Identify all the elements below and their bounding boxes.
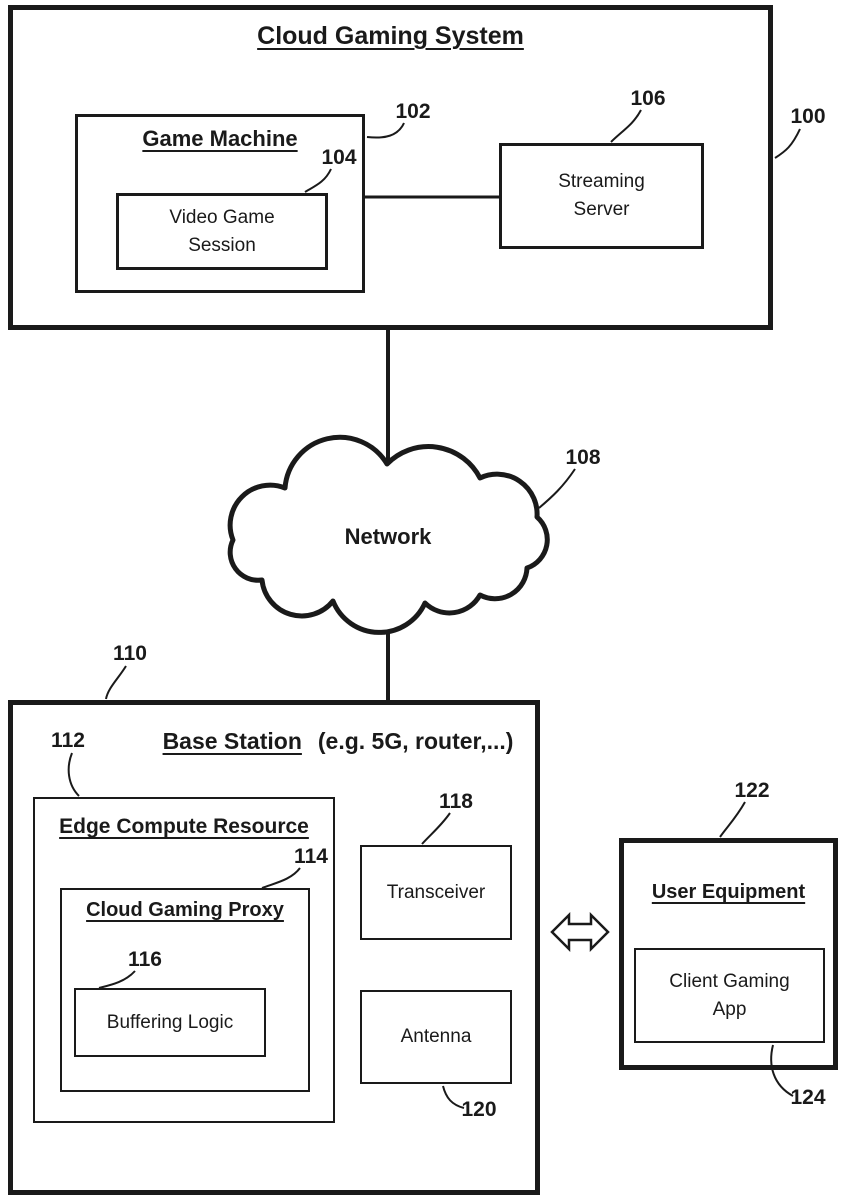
game-machine-label: Game Machine (142, 126, 298, 151)
buffering-logic-label: Buffering Logic (106, 1011, 234, 1033)
base-station-box (8, 700, 540, 1195)
leader-line-124 (770, 1044, 794, 1097)
ref-106: 106 (630, 87, 666, 110)
game-machine-box (75, 114, 365, 293)
transceiver-box: Transceiver (360, 845, 512, 940)
ref-100: 100 (790, 105, 826, 128)
cloud-gaming-proxy-label: Cloud Gaming Proxy (86, 899, 284, 921)
streaming-server-box: Streaming Server (499, 143, 704, 249)
ref-104: 104 (321, 146, 357, 169)
base-station-title: Base Station (e.g. 5G, router,...) (72, 728, 604, 755)
video-game-session-box: Video Game Session (116, 193, 328, 270)
leader-line-114 (261, 867, 301, 889)
buffering-logic-box: Buffering Logic (74, 988, 266, 1057)
leader-line-106 (610, 109, 642, 143)
ref-120: 120 (461, 1098, 497, 1121)
leader-line-120 (442, 1085, 465, 1109)
ref-102: 102 (395, 100, 431, 123)
transceiver-label: Transceiver (386, 881, 486, 903)
leader-line-108 (538, 468, 576, 509)
network-label: Network (344, 524, 432, 549)
ref-122: 122 (734, 779, 770, 802)
edge-compute-resource-box (33, 797, 335, 1123)
base-station-qualifier: (e.g. 5G, router,...) (317, 728, 514, 754)
leader-line-110 (105, 665, 127, 700)
ref-114: 114 (294, 845, 328, 868)
antenna-label: Antenna (400, 1026, 472, 1048)
edge-compute-resource-label: Edge Compute Resource (59, 815, 309, 838)
base-station-label: Base Station (162, 728, 302, 754)
cloud-gaming-proxy-box (60, 888, 310, 1092)
bidirectional-arrow-icon (550, 911, 610, 953)
leader-line-100 (774, 128, 801, 159)
user-equipment-label: User Equipment (651, 881, 806, 903)
antenna-box: Antenna (360, 990, 512, 1084)
ref-116: 116 (128, 948, 162, 971)
client-gaming-app-box: Client Gaming App (634, 948, 825, 1043)
leader-line-122 (719, 801, 746, 838)
leader-line-116 (98, 970, 136, 989)
cloud-gaming-system-label: Cloud Gaming System (257, 22, 524, 50)
cloud-gaming-system-box (8, 5, 773, 330)
client-gaming-app-label: Client Gaming App (669, 970, 790, 1020)
ref-124: 124 (790, 1086, 826, 1109)
leader-line-112 (67, 752, 80, 797)
leader-line-118 (421, 812, 451, 845)
streaming-server-label: Streaming Server (558, 171, 645, 220)
network-cloud-icon (227, 434, 550, 635)
ref-118: 118 (439, 790, 473, 813)
leader-line-102 (366, 122, 405, 139)
ref-110: 110 (113, 642, 147, 665)
video-game-session-label: Video Game Session (169, 206, 275, 256)
user-equipment-box (619, 838, 838, 1070)
ref-112: 112 (51, 729, 85, 752)
ref-108: 108 (565, 446, 601, 469)
leader-line-104 (304, 168, 332, 193)
